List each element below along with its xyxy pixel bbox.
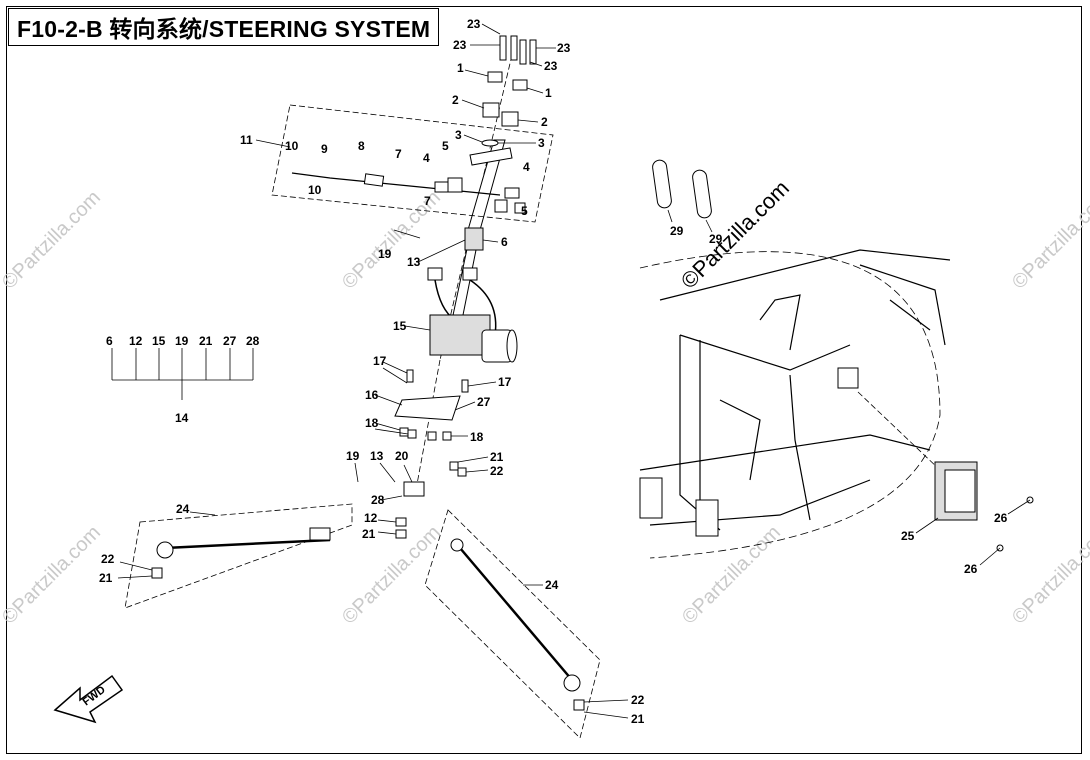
leader-lines [117,23,1031,719]
callout: 1 [457,61,464,75]
diagram-frame [6,6,1082,754]
callout-14: 14 [175,411,189,425]
kit-item: 19 [175,334,189,348]
tie-rod-left [151,527,331,579]
callout: 9 [321,142,328,156]
callouts: 23 23 23 23 1 1 2 2 3 3 11 10 10 9 8 7 7… [99,17,1008,726]
callout: 15 [393,319,407,333]
callout: 11 [240,133,253,147]
callout: 4 [423,151,430,165]
callout: 16 [365,388,379,402]
callout: 5 [521,204,528,218]
callout: 24 [545,578,559,592]
callout: 18 [365,416,379,430]
watermark: ©Partzilla.com [678,522,785,629]
wire-harness-11 [291,172,526,214]
callout: 17 [498,375,512,389]
callout: 20 [395,449,409,463]
callout: 23 [453,38,467,52]
watermark: ©Partzilla.com [0,187,105,294]
callout: 7 [395,147,402,161]
callout: 29 [670,224,684,238]
watermarks: ©Partzilla.com ©Partzilla.com ©Partzilla… [0,175,1090,628]
callout: 13 [370,449,384,463]
callout: 3 [538,136,545,150]
callout: 28 [371,493,385,507]
callout: 21 [362,527,376,541]
strap-29 [652,159,712,219]
callout: 21 [490,450,504,464]
callout: 12 [364,511,378,525]
clamp-parts [469,71,528,166]
kit-item: 27 [223,334,237,348]
callout: 10 [308,183,322,197]
callout: 27 [477,395,491,409]
watermark: ©Partzilla.com [0,522,105,629]
callout: 23 [544,59,558,73]
callout: 8 [358,139,365,153]
watermark-main: ©Partzilla.com [676,175,794,293]
callout: 4 [523,160,530,174]
callout: 6 [501,235,508,249]
group-11-box [271,104,554,223]
callout: 5 [442,139,449,153]
callout: 1 [545,86,552,100]
callout: 3 [455,128,462,142]
callout: 2 [541,115,548,129]
callout: 13 [407,255,421,269]
callout: 26 [994,511,1008,525]
callout: 23 [557,41,571,55]
kit-item: 12 [129,334,143,348]
eps-motor-15 [429,314,518,363]
callout: 26 [964,562,978,576]
callout: 24 [176,502,190,516]
title-box: F10-2-B 转向系统/STEERING SYSTEM [8,8,440,46]
kit-item: 28 [246,334,260,348]
kit-item: 6 [106,334,113,348]
vehicle-frame [639,249,951,559]
kit-item: 21 [199,334,213,348]
group-24-left-box [124,503,353,609]
callout: 22 [490,464,504,478]
callout: 7 [424,194,431,208]
eps-controller-25 [934,461,1034,552]
callout: 19 [346,449,360,463]
bracket-16 [394,369,469,441]
callout: 23 [467,17,481,31]
callout: 2 [452,93,459,107]
callout: 21 [631,712,645,726]
callout: 10 [285,139,299,153]
fwd-arrow: FWD [53,674,124,724]
tie-rod-right [450,538,585,711]
watermark: ©Partzilla.com [1008,187,1090,294]
callout: 21 [99,571,113,585]
callout: 22 [101,552,115,566]
page-title: F10-2-B 转向系统/STEERING SYSTEM [17,16,431,42]
callout: 17 [373,354,387,368]
bolt-23-group [499,35,537,65]
watermark: ©Partzilla.com [1008,522,1090,629]
callout: 18 [470,430,484,444]
callout: 22 [631,693,645,707]
callout: 29 [709,232,723,246]
kit-14-tree: 6 12 15 19 21 27 28 14 [106,334,260,425]
callout: 19 [378,247,392,261]
callout: 25 [901,529,915,543]
pitman-20 [395,461,467,539]
watermark: ©Partzilla.com [338,522,445,629]
kit-item: 15 [152,334,166,348]
